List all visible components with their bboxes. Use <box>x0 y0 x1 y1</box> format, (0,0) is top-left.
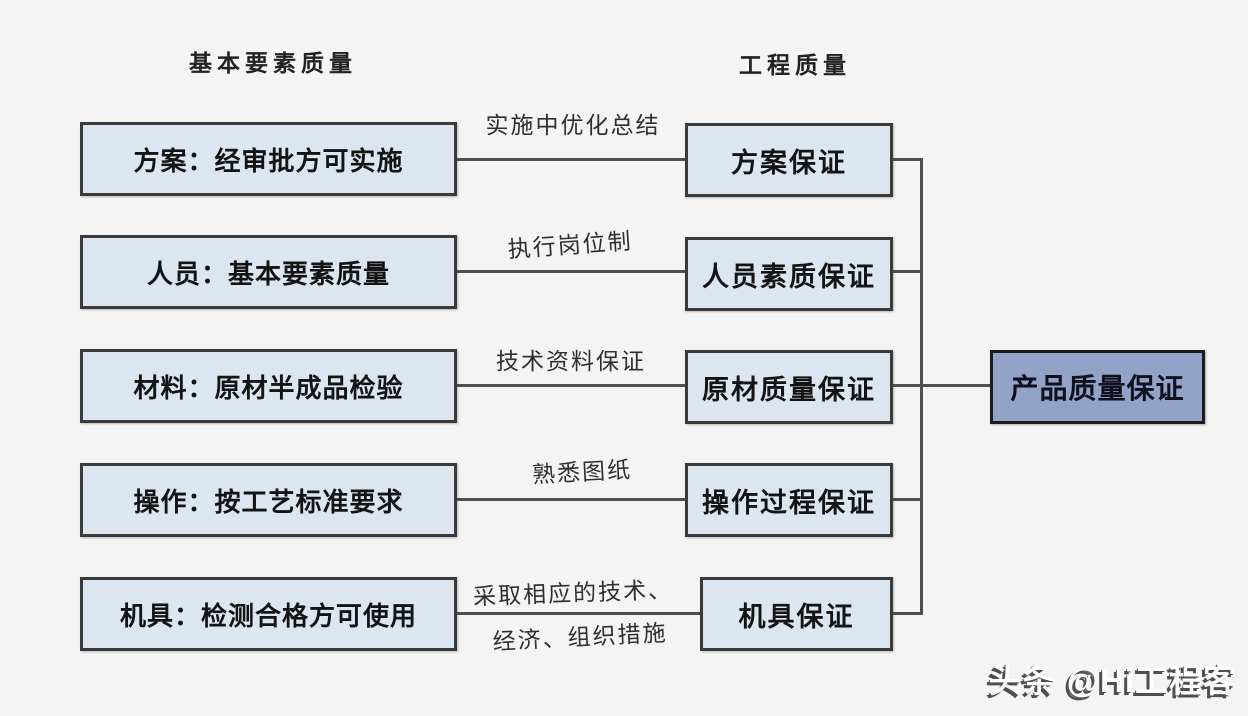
connector-stub <box>893 384 923 387</box>
connector-stub <box>893 270 923 273</box>
connector-line <box>457 612 700 615</box>
column-header-basic-elements: 基本要素质量 <box>189 51 357 76</box>
left-box-plan: 方案：经审批方可实施 <box>80 122 457 196</box>
connector-label-line1: 采取相应的技术、 <box>472 577 674 610</box>
watermark: 头条 @Hi工程客 <box>988 662 1237 699</box>
result-connector-line <box>920 384 990 387</box>
connector-line <box>457 384 685 387</box>
right-box-machinery-assurance: 机具保证 <box>700 577 893 651</box>
right-box-materials-assurance: 原材质量保证 <box>685 350 893 424</box>
connector-label: 执行岗位制 <box>506 228 634 263</box>
left-box-materials: 材料：原材半成品检验 <box>80 349 457 423</box>
left-box-machinery: 机具：检测合格方可使用 <box>80 577 457 651</box>
connector-label: 熟悉图纸 <box>531 457 633 488</box>
connector-stub <box>893 498 923 501</box>
connector-line <box>457 498 685 501</box>
right-box-operation-assurance: 操作过程保证 <box>685 463 893 537</box>
connector-label: 实施中优化总结 <box>485 113 661 138</box>
right-box-plan-assurance: 方案保证 <box>685 123 893 197</box>
right-box-personnel-assurance: 人员素质保证 <box>685 237 893 311</box>
connector-line <box>457 270 685 273</box>
left-box-operation: 操作：按工艺标准要求 <box>80 463 457 537</box>
connector-label-line2: 经济、组织措施 <box>492 620 669 655</box>
left-box-personnel: 人员：基本要素质量 <box>80 235 457 309</box>
connector-line <box>457 158 685 161</box>
connector-label: 技术资料保证 <box>496 349 646 374</box>
connector-stub <box>893 158 923 161</box>
column-header-engineering-quality: 工程质量 <box>739 53 851 78</box>
result-box-product-quality-assurance: 产品质量保证 <box>990 350 1205 424</box>
connector-stub <box>893 612 923 615</box>
